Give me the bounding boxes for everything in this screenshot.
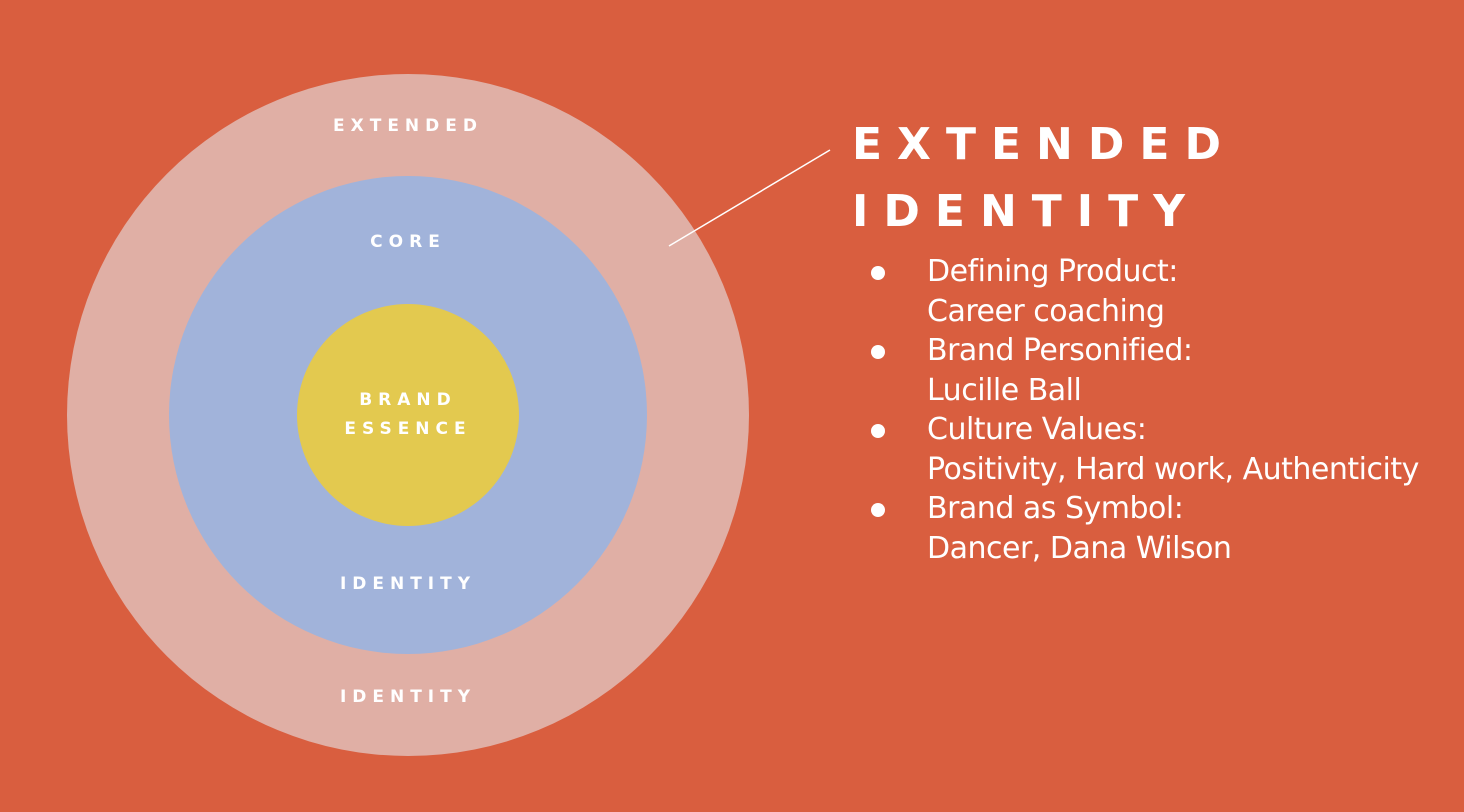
list-item-value: Dancer, Dana Wilson [927, 530, 1232, 566]
list-item-title: Culture Values: [927, 412, 1147, 447]
bullet-icon [871, 424, 885, 438]
essence-label-line-1: BRAND [359, 390, 457, 410]
brand-essence-circle [297, 304, 519, 526]
bullet-icon [871, 345, 885, 359]
list-item-defining-product: Defining Product: Career coaching [866, 252, 1419, 331]
list-item-title: Defining Product: [927, 254, 1178, 289]
list-item-value: Positivity, Hard work, Authenticity [927, 451, 1419, 487]
core-ring-label-bottom: IDENTITY [339, 574, 477, 594]
extended-ring-label-top: EXTENDED [333, 116, 483, 136]
extended-identity-list: Defining Product: Career coaching Brand … [866, 252, 1419, 568]
bullet-icon [871, 266, 885, 280]
bullet-icon [871, 503, 885, 517]
list-item-title: Brand Personified: [927, 333, 1193, 368]
core-ring-label-top: CORE [370, 232, 446, 252]
list-item-value: Lucille Ball [927, 372, 1082, 408]
callout-leader-line [668, 149, 831, 247]
list-item-value: Career coaching [927, 293, 1165, 329]
essence-label-line-2: ESSENCE [344, 419, 472, 439]
callout-heading-line-1: EXTENDED [852, 119, 1236, 170]
callout-heading-line-2: IDENTITY [852, 186, 1201, 237]
list-item-brand-as-symbol: Brand as Symbol: Dancer, Dana Wilson [866, 489, 1419, 568]
list-item-title: Brand as Symbol: [927, 491, 1184, 526]
list-item-culture-values: Culture Values: Positivity, Hard work, A… [866, 410, 1419, 489]
extended-ring-label-bottom: IDENTITY [339, 687, 477, 707]
list-item-brand-personified: Brand Personified: Lucille Ball [866, 331, 1419, 410]
